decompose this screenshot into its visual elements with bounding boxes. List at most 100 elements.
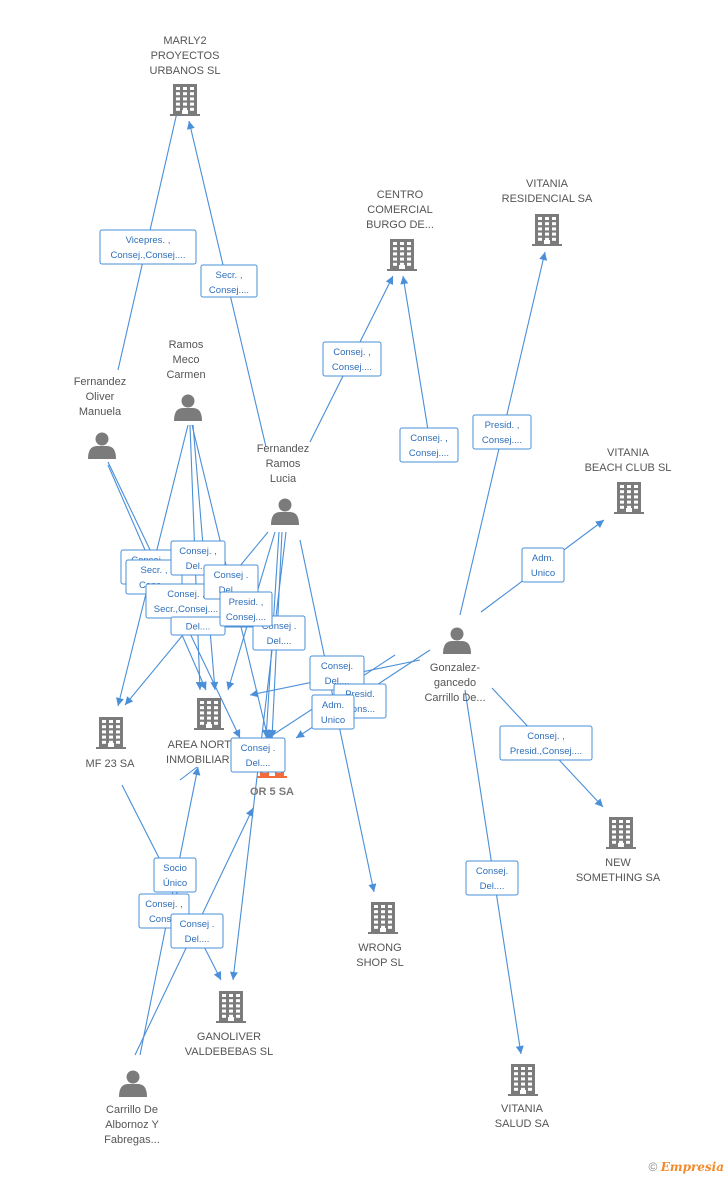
node-label: NEW [605, 857, 631, 869]
node-label: Fernandez [74, 376, 127, 388]
building-icon [532, 214, 562, 246]
building-icon [216, 991, 246, 1023]
relation-label[interactable]: Secr. ,Consej.... [200, 264, 258, 298]
node-label: gancedo [434, 677, 476, 689]
arrowhead-icon [515, 1045, 524, 1054]
copyright-icon: © [648, 1160, 658, 1174]
empresia-logo: Empresia [660, 1160, 724, 1174]
person-icon [174, 394, 202, 421]
node-new_some[interactable]: NEW SOMETHING SA [576, 817, 661, 884]
arrowhead-icon [595, 520, 604, 528]
relation-text: Consej.... [332, 362, 372, 373]
relation-text: Presid. , [229, 597, 264, 608]
node-label: Carrillo De... [424, 692, 485, 704]
building-icon [606, 817, 636, 849]
node-label: RESIDENCIAL SA [502, 193, 593, 205]
arrowhead-icon [226, 681, 235, 690]
node-label: SHOP SL [356, 957, 404, 969]
arrowhead-icon [199, 681, 207, 690]
relation-text: Unico [531, 568, 555, 579]
arrowhead-icon [268, 729, 277, 738]
relation-label[interactable]: Consej. ,Presid.,Consej.... [499, 725, 593, 761]
relation-label[interactable]: Consej .Del.... [203, 564, 259, 600]
arrowhead-icon [213, 971, 221, 980]
relation-label[interactable]: Adm. Unico [311, 694, 355, 730]
relation-label-layer: Vicepres. , Consej.,Consej.... Secr. ,Cons… [99, 229, 593, 949]
relation-text: Consej. [476, 866, 508, 877]
node-label: VITANIA [501, 1103, 544, 1115]
building-icon [387, 239, 417, 271]
arrowhead-icon [262, 729, 270, 738]
relation-text: Consej.,Consej.... [111, 250, 186, 261]
relation-text: Consej. [321, 661, 353, 672]
arrowhead-icon [539, 252, 548, 261]
relation-text: Del.... [246, 758, 271, 769]
relation-label[interactable]: Consej. Del.... [465, 860, 519, 896]
arrowhead-icon [368, 883, 377, 892]
node-label: Gonzalez- [430, 662, 480, 674]
relation-text: Secr.,Consej.... [154, 604, 218, 615]
building-icon [368, 902, 398, 934]
relation-text: Unico [321, 715, 345, 726]
relation-text: Consej. , [179, 546, 217, 557]
node-label: COMERCIAL [367, 204, 432, 216]
person-icon [88, 432, 116, 459]
relation-text: Consej . [214, 570, 249, 581]
node-label: AREA NORTE [168, 739, 239, 751]
relation-text: Del.... [480, 881, 505, 892]
arrowhead-icon [400, 276, 409, 285]
node-wrong[interactable]: WRONG SHOP SL [356, 902, 404, 969]
relation-label[interactable]: Consej .Del.... [230, 737, 286, 773]
node-mf23[interactable]: MF 23 SA [86, 717, 136, 770]
node-label: OR 5 SA [250, 786, 294, 798]
relation-text: Consej.... [226, 612, 266, 623]
relation-text: Vicepres. , [126, 235, 171, 246]
arrowhead-icon [210, 681, 219, 690]
relation-text: Del.... [186, 561, 211, 572]
node-label: Lucia [270, 473, 297, 485]
relation-label[interactable]: Del.... [170, 616, 226, 636]
arrowhead-icon [186, 121, 195, 130]
relation-text: Cons... [149, 914, 179, 925]
relation-label[interactable]: Adm. Unico [521, 547, 565, 583]
node-label: SOMETHING SA [576, 872, 661, 884]
relation-label[interactable]: Presid. , Consej.... [219, 591, 273, 627]
node-label: Manuela [79, 406, 122, 418]
relation-text: Presid. , [485, 420, 520, 431]
relation-label[interactable]: Consej. ,Consej.... [322, 341, 382, 377]
relation-text: Consej. , [167, 589, 205, 600]
node-label: Ramos [266, 458, 301, 470]
footer-brand[interactable]: © Empresia [649, 1160, 724, 1174]
relation-label[interactable]: Consej .Del.... [170, 913, 224, 949]
relation-label[interactable]: Vicepres. , Consej.,Consej.... [99, 229, 197, 265]
person-icon [119, 1070, 147, 1097]
relation-label[interactable]: Presid. ,Consej.... [472, 414, 532, 450]
node-label: Carmen [166, 369, 205, 381]
arrowhead-icon [229, 971, 238, 980]
relation-text: Adm. [322, 700, 344, 711]
relation-text: Único [163, 878, 187, 889]
relation-text: Adm. [532, 553, 554, 564]
relation-label[interactable]: Consej. ,Consej.... [399, 427, 459, 463]
node-label: Albornoz Y [105, 1119, 159, 1131]
node-label: Meco [173, 354, 200, 366]
node-label: WRONG [358, 942, 401, 954]
relation-text: Socio [163, 863, 187, 874]
relation-text: Consej.... [209, 285, 249, 296]
relation-text: Consej. , [410, 433, 448, 444]
building-icon [170, 84, 200, 116]
node-label: Ramos [169, 339, 204, 351]
